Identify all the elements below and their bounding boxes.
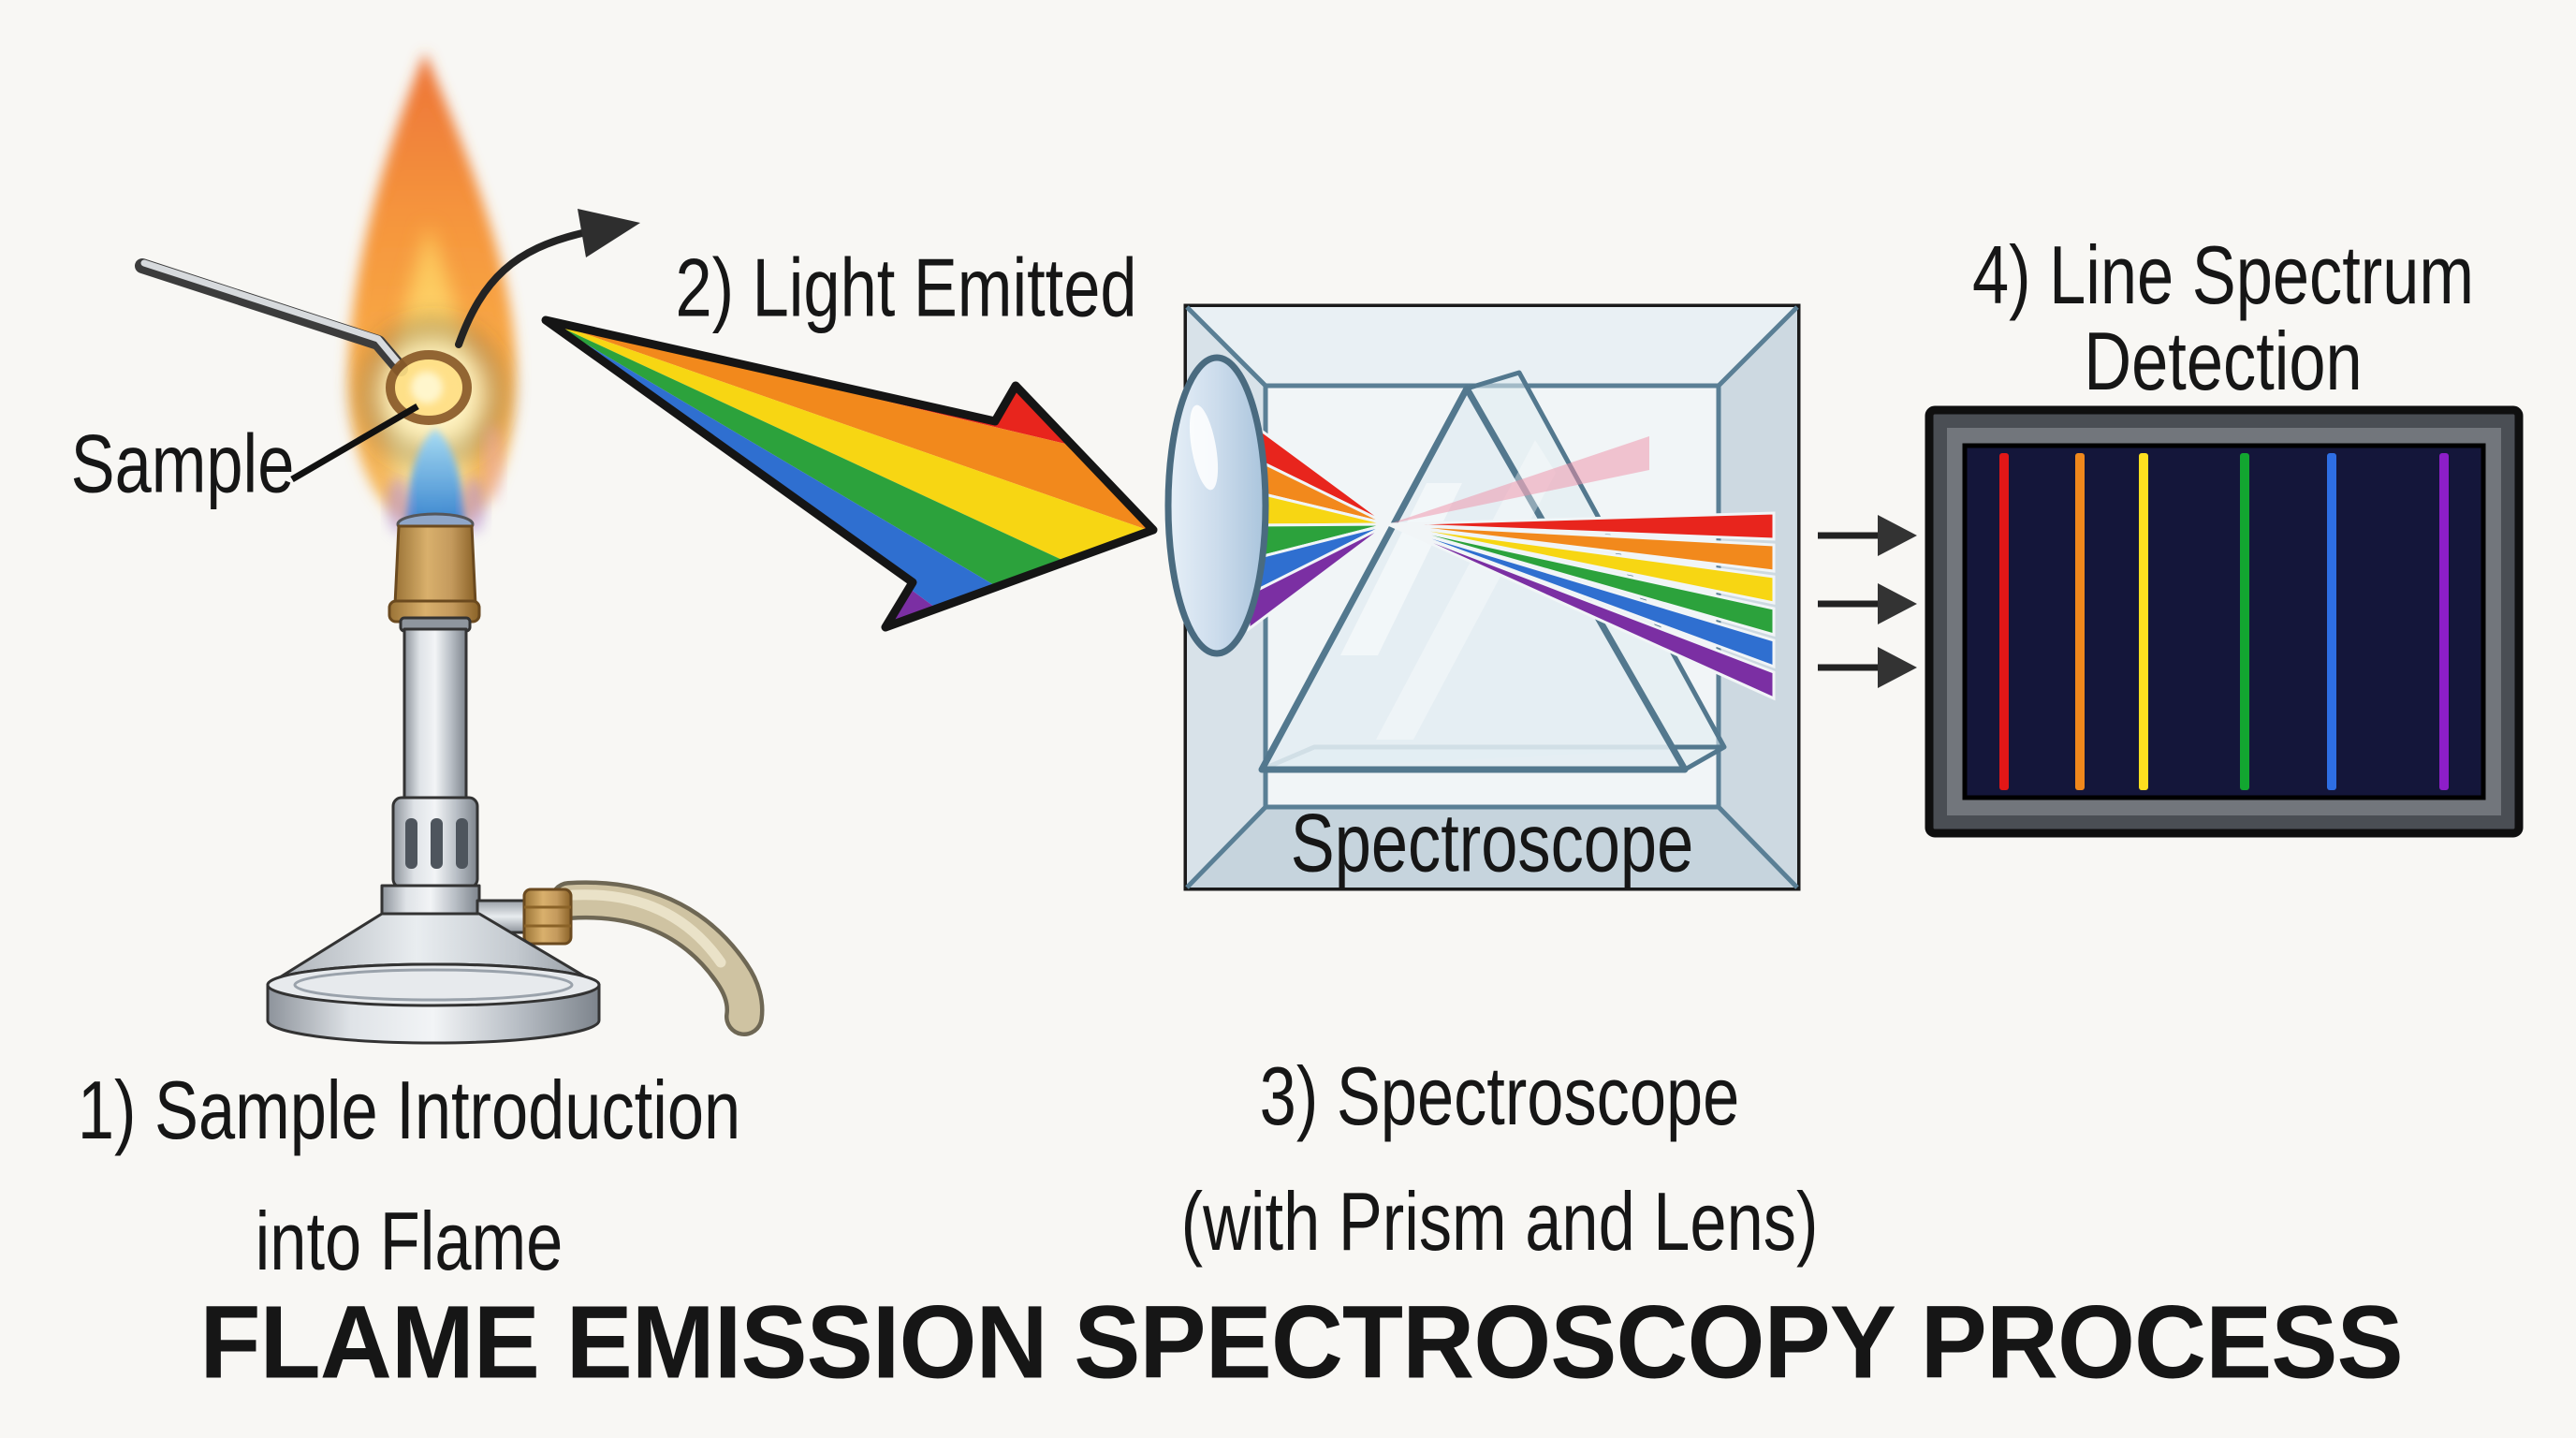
bunsen-burner bbox=[266, 512, 765, 1045]
step4-line2: Detection bbox=[2084, 315, 2363, 407]
sample-wire bbox=[135, 258, 472, 425]
burner-nozzle bbox=[393, 524, 477, 607]
step2-label: 2) Light Emitted bbox=[675, 241, 1137, 334]
flame bbox=[347, 52, 517, 534]
sample-bead bbox=[411, 372, 443, 404]
diverging-beam bbox=[1387, 511, 1776, 701]
air-slot bbox=[405, 818, 417, 869]
step1-line1: 1) Sample Introduction bbox=[77, 1064, 741, 1156]
sample-pointer-line bbox=[290, 403, 419, 483]
flame-pink-fringe bbox=[484, 424, 503, 503]
burner-barrel bbox=[402, 627, 468, 801]
spectral-line-blue bbox=[2327, 453, 2336, 790]
box-bevel-top bbox=[1187, 307, 1797, 386]
spectroscope-box-label: Spectroscope bbox=[1290, 796, 1694, 889]
step3-line2: (with Prism and Lens) bbox=[1180, 1175, 1819, 1268]
curved-flow-arrow-icon bbox=[455, 209, 640, 348]
rainbow-arrow-outline bbox=[541, 315, 1158, 632]
spectral-line-red bbox=[1999, 453, 2009, 790]
hose-nut bbox=[522, 888, 573, 946]
step3-label: 3) Spectroscope (with Prism and Lens) bbox=[1181, 1034, 1819, 1284]
converging-beam bbox=[1247, 418, 1389, 633]
step3-line1: 3) Spectroscope bbox=[1259, 1049, 1740, 1142]
lens bbox=[1164, 354, 1269, 657]
flow-arrow-icon bbox=[1818, 647, 1917, 688]
step4-label: 4) Line Spectrum Detection bbox=[1972, 232, 2474, 404]
step1-line2: into Flame bbox=[255, 1195, 564, 1287]
flow-arrow-icon bbox=[1818, 515, 1917, 556]
lens-highlight bbox=[1189, 404, 1219, 491]
spectral-line-yellow bbox=[2139, 453, 2148, 790]
base-foot-inner-rim bbox=[293, 968, 574, 1002]
burner-neck bbox=[380, 884, 481, 917]
box-bevel-bottom bbox=[1187, 807, 1797, 888]
flow-arrow-icon bbox=[1818, 583, 1917, 624]
flame-blue-cone bbox=[404, 429, 466, 524]
spectral-line-purple bbox=[2439, 453, 2449, 790]
page-title: FLAME EMISSION SPECTROSCOPY PROCESS bbox=[199, 1284, 2403, 1401]
air-slot bbox=[431, 818, 443, 869]
step4-line1: 4) Line Spectrum bbox=[1971, 228, 2475, 321]
beam-flow-arrows bbox=[1818, 515, 1917, 688]
prism-highlight bbox=[1376, 440, 1556, 740]
spectral-lines bbox=[1999, 453, 2449, 790]
sample-label: Sample bbox=[70, 417, 295, 510]
detector-screen bbox=[1962, 443, 2486, 800]
gas-hose-highlight bbox=[567, 889, 726, 968]
spectral-line-orange bbox=[2075, 453, 2085, 790]
spectroscope-box bbox=[1164, 303, 1801, 891]
spectral-line-green bbox=[2240, 453, 2249, 790]
internal-reflection bbox=[1388, 436, 1649, 524]
air-slot bbox=[456, 818, 468, 869]
detector-panel bbox=[1925, 405, 2524, 838]
step1-label: 1) Sample Introduction into Flame bbox=[78, 1045, 740, 1307]
base-foot-rim bbox=[266, 962, 601, 1007]
